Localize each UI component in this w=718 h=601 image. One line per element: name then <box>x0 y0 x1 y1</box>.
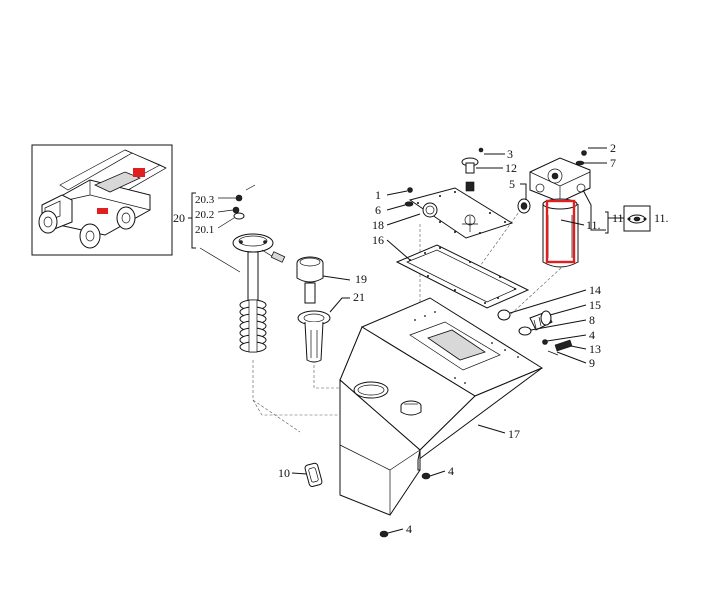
callout-7: 7 <box>610 156 616 170</box>
part-14-plug <box>497 309 511 321</box>
callout-20: 20 <box>173 211 185 225</box>
callout-17: 17 <box>508 427 520 441</box>
callout-labels: 20 20.3 20.2 20.1 19 21 1 6 18 16 3 12 5… <box>173 141 669 536</box>
callout-18: 18 <box>372 218 384 232</box>
leader-lines <box>291 147 607 534</box>
callout-4-low: 4 <box>406 522 412 536</box>
callout-6: 6 <box>375 203 381 217</box>
part-15-fitting <box>529 310 553 331</box>
callout-8: 8 <box>589 313 595 327</box>
callout-4-mid: 4 <box>448 464 454 478</box>
part-4-bolt-low <box>379 530 389 538</box>
part-5-washer <box>517 198 531 214</box>
callout-13: 13 <box>589 342 601 356</box>
callout-20-2: 20.2 <box>195 209 214 221</box>
callout-2: 2 <box>610 141 616 155</box>
callout-10: 10 <box>278 466 290 480</box>
part-19-cap <box>296 256 351 304</box>
filter-housing-icon <box>529 150 591 268</box>
part-4-screw-upper <box>542 339 548 345</box>
callout-15: 15 <box>589 298 601 312</box>
callout-9: 9 <box>589 356 595 370</box>
callout-14: 14 <box>589 283 601 297</box>
part-11-inset <box>605 205 651 234</box>
part-20-level-sender <box>188 184 286 353</box>
callout-11-inner: 11. <box>586 218 601 232</box>
callout-19: 19 <box>355 272 367 286</box>
callout-3: 3 <box>507 147 513 161</box>
tank-icon <box>339 297 544 516</box>
part-1-screw <box>404 187 414 207</box>
callout-20-1: 20.1 <box>195 224 214 236</box>
callout-20-3: 20.3 <box>195 194 215 206</box>
callout-5: 5 <box>509 177 515 191</box>
callout-11-inset: 11. <box>654 211 669 225</box>
part-18-cover-plate <box>408 187 514 239</box>
callout-16: 16 <box>372 233 384 247</box>
overview-inset <box>31 144 173 256</box>
alignment-lines <box>252 196 562 433</box>
part-10-clamp <box>304 462 323 488</box>
callout-21: 21 <box>353 290 365 304</box>
callout-4-upper: 4 <box>589 328 595 342</box>
part-21-strainer <box>297 297 350 363</box>
callout-12: 12 <box>505 161 517 175</box>
callout-1: 1 <box>375 188 381 202</box>
part-12-fitting <box>461 147 484 192</box>
part-16-gasket <box>395 244 530 309</box>
sprayer-vehicle-overview-icon <box>38 149 167 249</box>
part-4-bolt-mid <box>421 472 431 480</box>
part-9-clip <box>547 350 559 356</box>
callout-11: 11 <box>612 211 624 225</box>
part-13-nipple <box>554 339 573 352</box>
part-8-oring <box>518 326 532 336</box>
